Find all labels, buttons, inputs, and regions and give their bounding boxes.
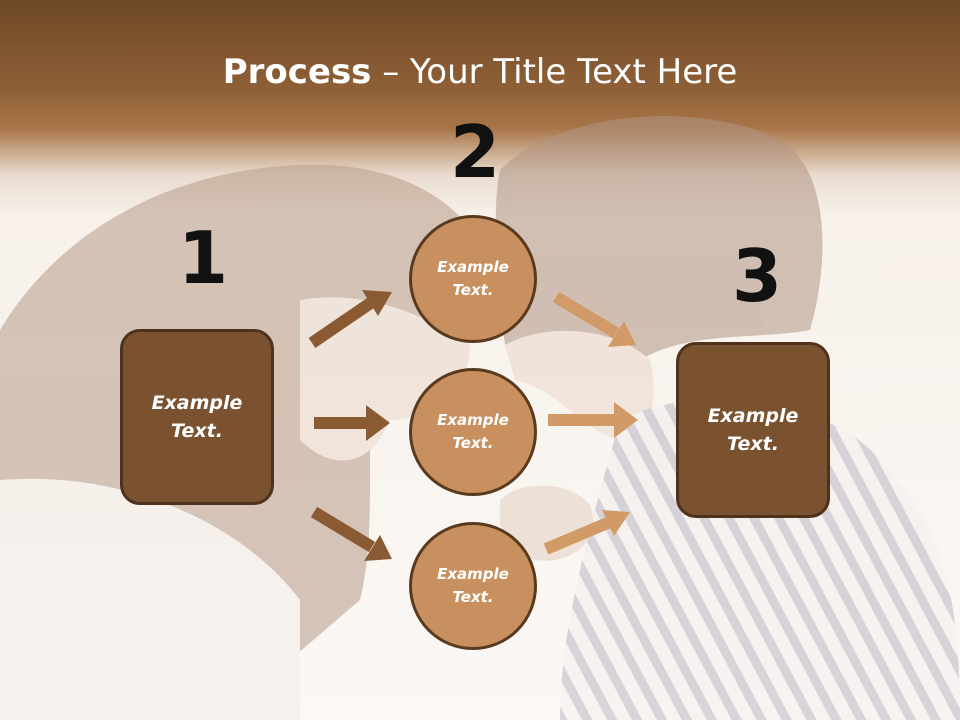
- circle-3: Example Text.: [409, 522, 537, 650]
- circle-2-text: Example Text.: [437, 410, 509, 452]
- circle-2: Example Text.: [409, 368, 537, 496]
- circle-1: Example Text.: [409, 215, 537, 343]
- left-box: Example Text.: [120, 329, 274, 505]
- step-number-1: 1: [178, 216, 229, 300]
- step-number-2: 2: [450, 110, 501, 194]
- left-box-text: Example Text.: [151, 391, 243, 443]
- step-number-3: 3: [732, 234, 783, 318]
- title-rest: – Your Title Text Here: [371, 52, 738, 92]
- right-box: Example Text.: [676, 342, 830, 518]
- circle-3-text: Example Text.: [437, 564, 509, 606]
- circle-1-text: Example Text.: [437, 257, 509, 299]
- title-bold: Process: [222, 52, 372, 92]
- slide-title: Process – Your Title Text Here: [0, 52, 960, 92]
- right-box-text: Example Text.: [707, 404, 799, 456]
